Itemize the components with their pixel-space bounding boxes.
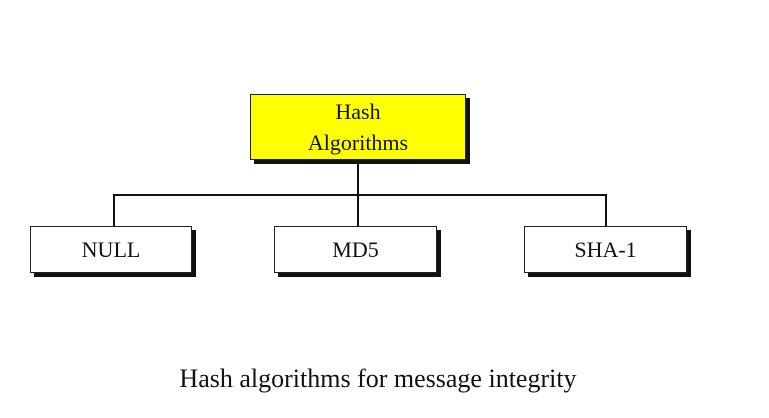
md5-branch-connector bbox=[357, 194, 359, 227]
sha1-branch-connector bbox=[605, 194, 607, 227]
child-node-null-label: NULL bbox=[81, 237, 141, 262]
root-node-label-line1: Hash bbox=[335, 99, 381, 124]
null-branch-connector bbox=[113, 194, 115, 227]
child-node-sha1: SHA-1 bbox=[524, 226, 687, 273]
root-stem-connector bbox=[357, 160, 359, 196]
root-node-label: Hash Algorithms bbox=[308, 96, 408, 158]
horizontal-branch-connector bbox=[113, 194, 607, 196]
child-node-md5: MD5 bbox=[274, 226, 437, 273]
root-node-label-line2: Algorithms bbox=[307, 130, 409, 155]
child-node-sha1-label: SHA-1 bbox=[574, 237, 637, 262]
root-node-hash-algorithms: Hash Algorithms bbox=[250, 94, 466, 160]
child-node-md5-label: MD5 bbox=[332, 237, 379, 262]
figure-caption: Hash algorithms for message integrity bbox=[179, 364, 577, 393]
child-node-null: NULL bbox=[30, 226, 192, 273]
